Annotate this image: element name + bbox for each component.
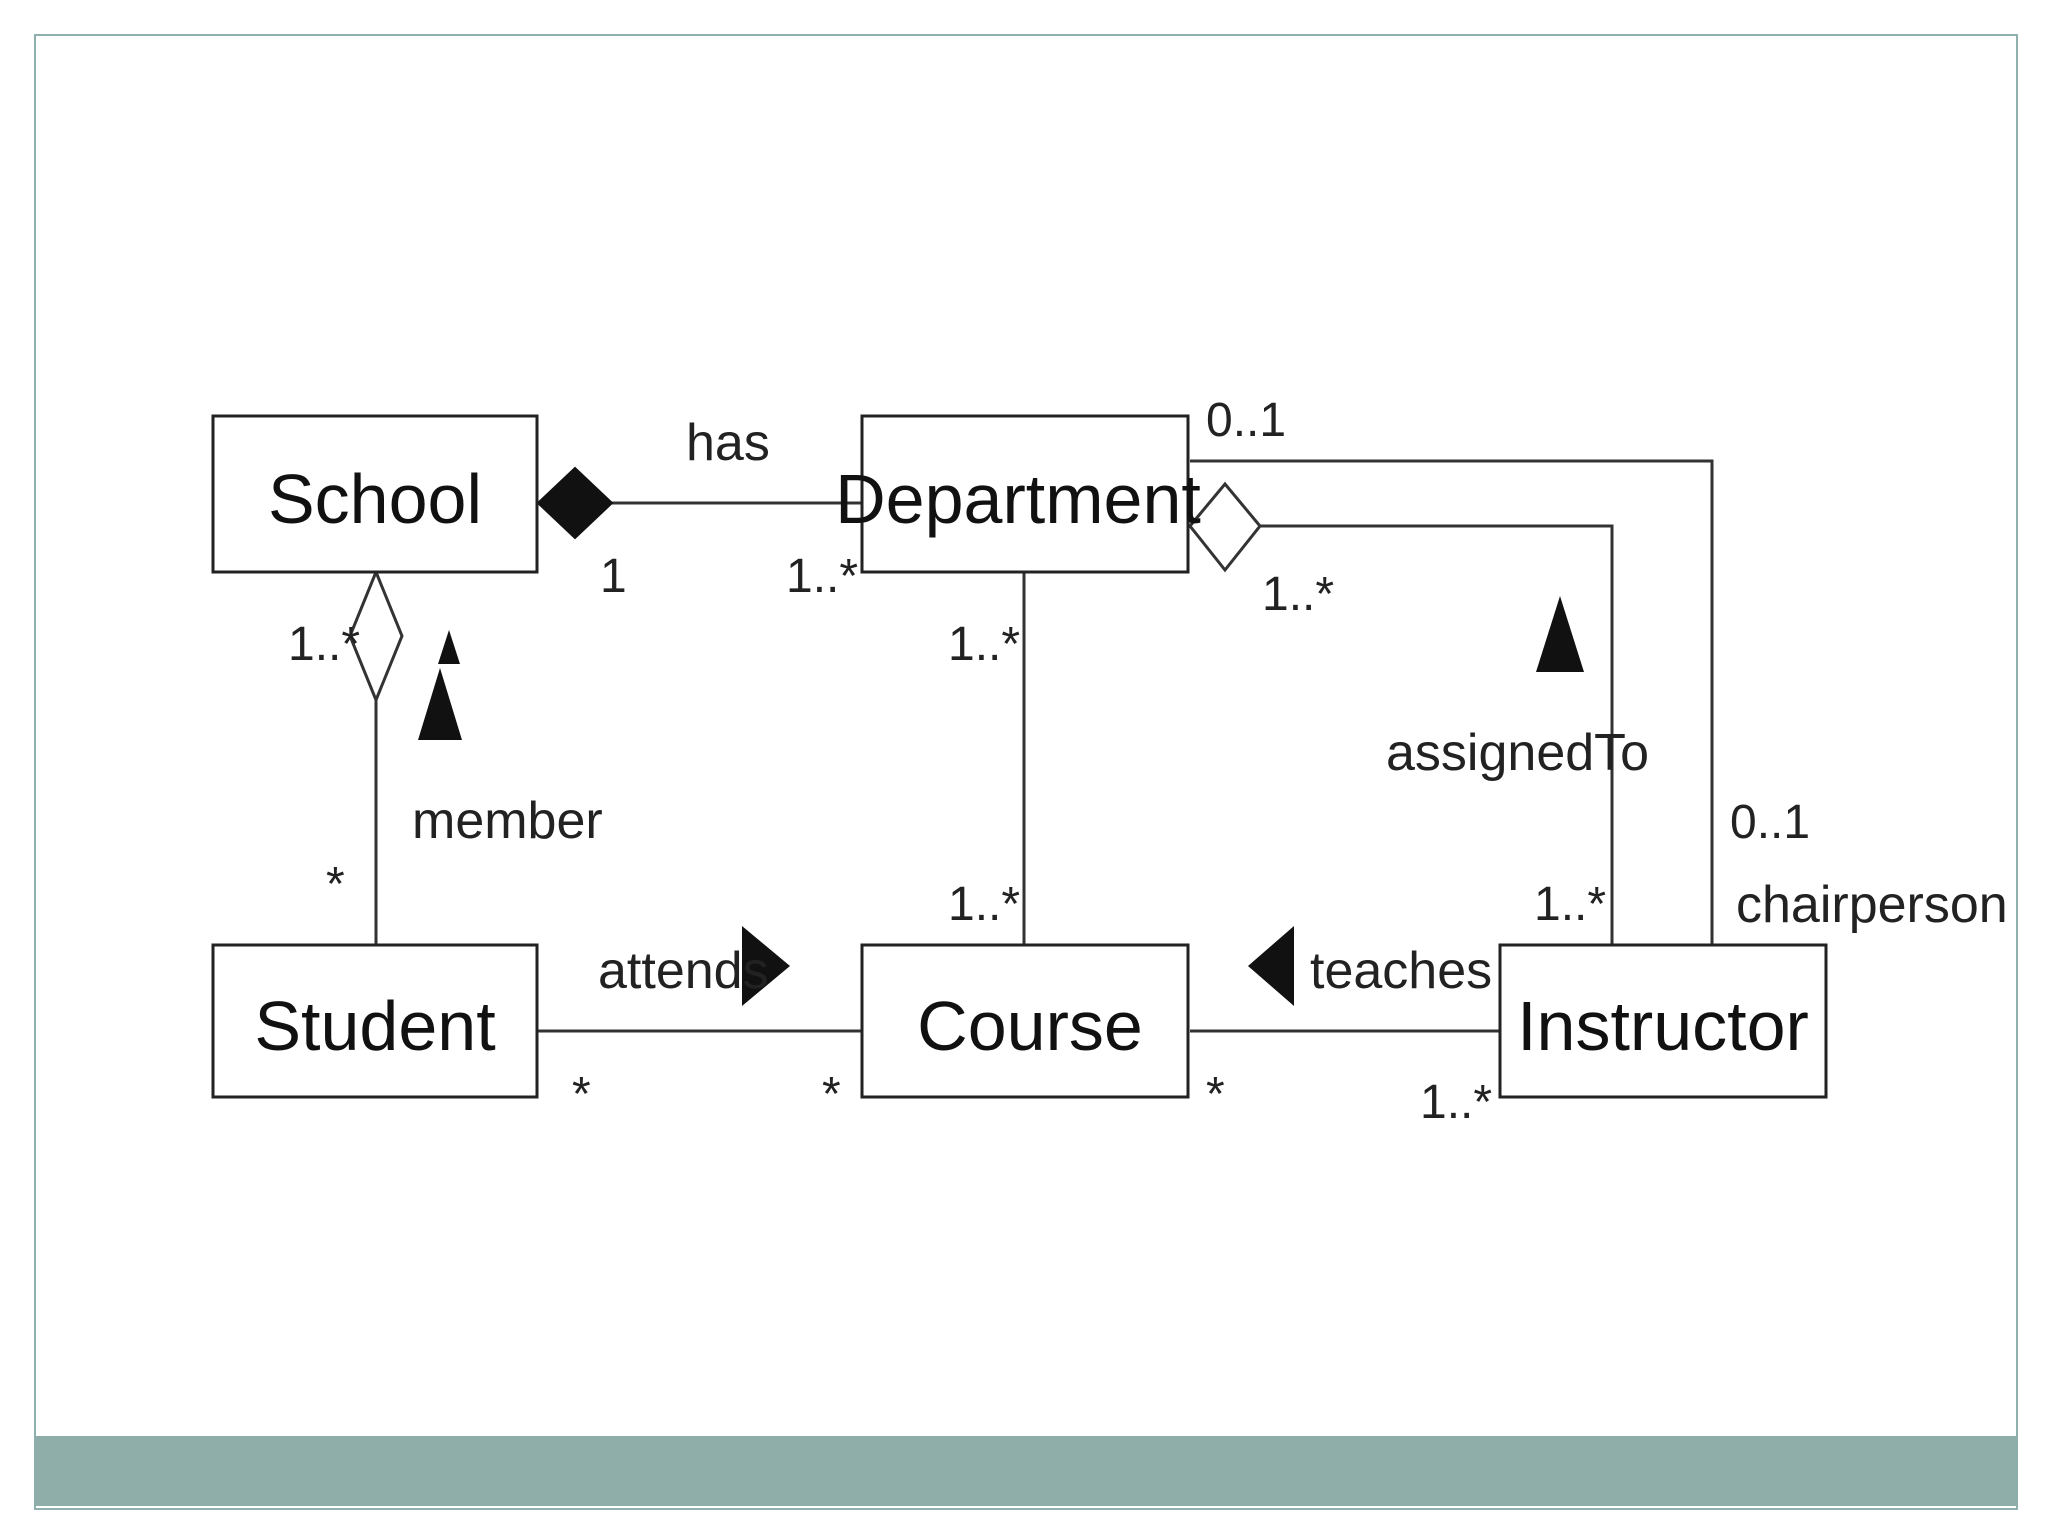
teaches-direction-arrow (1248, 926, 1294, 1006)
aggregation-diamond-department (1188, 481, 1262, 573)
mult-school-member: 1..* (288, 618, 360, 671)
class-instructor: Instructor (1498, 943, 1828, 1099)
mult-instructor-chair: 0..1 (1730, 796, 1810, 849)
class-course-name: Course (917, 987, 1143, 1065)
class-student: Student (211, 943, 539, 1099)
assigned-to-direction-arrow (1536, 596, 1584, 672)
class-school-name: School (268, 460, 482, 538)
mult-student-member: * (326, 858, 345, 911)
mult-department-course: 1..* (948, 618, 1020, 671)
chairperson-association-line (1190, 459, 1714, 945)
assigned-to-association-line (1260, 524, 1614, 945)
label-member: member (412, 792, 603, 850)
mult-course-department: 1..* (948, 878, 1020, 931)
mult-course-teaches: * (1206, 1068, 1225, 1121)
label-chairperson: chairperson (1736, 876, 2008, 934)
composition-diamond (536, 466, 614, 540)
class-course: Course (860, 943, 1190, 1099)
mult-department-has: 1..* (786, 550, 858, 603)
attends-direction-arrow (742, 926, 790, 1006)
aggregation-diamond-school (348, 568, 404, 704)
mult-instructor-teaches: 1..* (1420, 1076, 1492, 1129)
label-attends: attends (598, 942, 769, 1000)
label-teaches: teaches (1310, 942, 1492, 1000)
class-department: Department (835, 414, 1201, 574)
label-assigned-to: assignedTo (1386, 724, 1649, 782)
mult-student-attends: * (572, 1068, 591, 1121)
class-department-name: Department (835, 460, 1201, 538)
class-student-name: Student (254, 987, 495, 1065)
mult-school-has: 1 (600, 550, 627, 603)
class-school: School (211, 414, 539, 574)
mult-department-assigned: 1..* (1262, 568, 1334, 621)
footer-bar (34, 1436, 2018, 1506)
slide-frame (34, 34, 2018, 1510)
label-has: has (686, 414, 770, 472)
mult-instructor-assigned: 1..* (1534, 878, 1606, 931)
class-instructor-name: Instructor (1517, 987, 1809, 1065)
mult-department-chair: 0..1 (1206, 394, 1286, 447)
member-direction-arrow (438, 630, 460, 664)
mult-course-attends: * (822, 1068, 841, 1121)
member-direction-arrow-body (418, 668, 462, 740)
